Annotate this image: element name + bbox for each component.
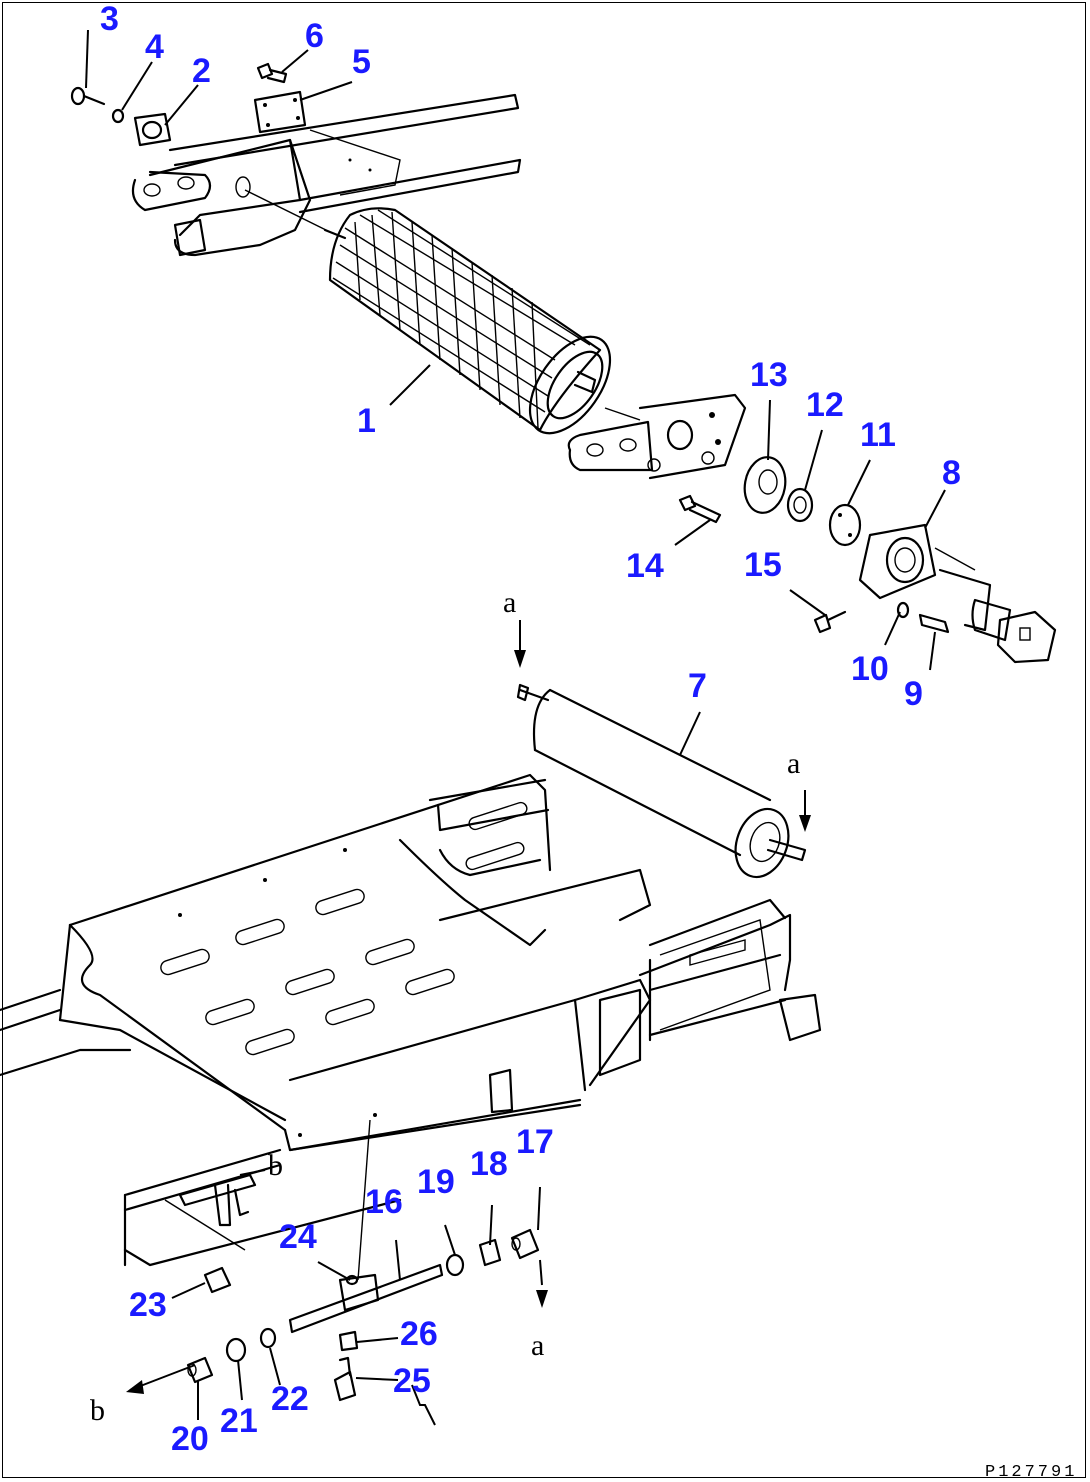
- take-up-rod-part-16: [288, 1119, 444, 1334]
- part-label-11: 11: [860, 416, 896, 454]
- part-label-9: 9: [904, 675, 923, 713]
- part-label-18: 18: [470, 1145, 508, 1183]
- part-label-6: 6: [305, 17, 324, 55]
- part-label-13: 13: [750, 356, 788, 394]
- part-label-21: 21: [220, 1402, 258, 1440]
- part-labels: 3 4 2 6 5 1 13 12 11 8 14 15 10 9 7 17 1…: [100, 0, 961, 1458]
- collar-part-11: [828, 503, 862, 547]
- ref-b-frame: b: [268, 1149, 283, 1182]
- part-label-17: 17: [516, 1123, 554, 1161]
- pin-part-24: [345, 1274, 359, 1286]
- bolt-part-14: [678, 494, 722, 524]
- nut-part-21: [225, 1337, 247, 1363]
- part-label-23: 23: [129, 1286, 167, 1324]
- reference-arrows: [126, 650, 811, 1394]
- washer-part-22: [259, 1327, 277, 1349]
- bolt-part-9: [918, 613, 950, 634]
- part-label-22: 22: [271, 1380, 309, 1418]
- upper-frame-arm: [131, 93, 522, 257]
- ref-a-top: a: [503, 586, 516, 619]
- part-label-3: 3: [100, 0, 119, 38]
- fitting-part-23: [203, 1266, 232, 1294]
- flange-part-13: [743, 456, 787, 514]
- part-label-2: 2: [192, 52, 211, 90]
- bolt-part-3: [70, 86, 106, 106]
- part-label-5: 5: [352, 43, 371, 81]
- part-label-1: 1: [357, 402, 376, 440]
- part-label-8: 8: [942, 454, 961, 492]
- part-label-25: 25: [393, 1362, 431, 1400]
- ref-a-right: a: [787, 747, 800, 780]
- part-label-14: 14: [626, 547, 664, 585]
- idler-roller-part-7: [516, 683, 807, 879]
- leader-lines: [85, 29, 946, 1426]
- bolt-part-25: [333, 1356, 357, 1402]
- ref-b-bottom: b: [90, 1394, 105, 1427]
- sleeve-part-26: [338, 1330, 359, 1352]
- part-label-15: 15: [744, 546, 782, 584]
- washer-part-19: [445, 1253, 465, 1277]
- bolt-part-6: [256, 62, 288, 84]
- drum-bracket-right: [567, 393, 747, 480]
- drawing-code: P127791: [985, 1463, 1077, 1482]
- part-label-10: 10: [851, 650, 889, 688]
- washer-part-4: [111, 108, 125, 124]
- part-label-20: 20: [171, 1420, 209, 1458]
- reference-labels: a a a b b: [90, 586, 800, 1427]
- bolt-part-15: [813, 610, 847, 634]
- part-label-4: 4: [145, 28, 164, 66]
- hydraulic-motor: [934, 547, 1057, 664]
- conveyor-frame: [0, 773, 822, 1267]
- washer-part-10: [896, 601, 910, 619]
- part-label-24: 24: [279, 1218, 317, 1256]
- part-label-19: 19: [417, 1163, 455, 1201]
- plate-part-5: [253, 90, 307, 134]
- part-label-16: 16: [365, 1183, 403, 1221]
- hopper-slots: [160, 888, 455, 1056]
- part-label-12: 12: [806, 386, 844, 424]
- part-label-7: 7: [688, 667, 707, 705]
- bearing-part-12: [786, 487, 814, 523]
- grease-fitting-part-20: [186, 1356, 214, 1384]
- nut-part-17: [510, 1228, 540, 1260]
- part-label-26: 26: [400, 1315, 438, 1353]
- bearing-part-2: [133, 112, 172, 147]
- ref-a-bottom: a: [531, 1329, 544, 1362]
- bearing-housing-part-8: [858, 523, 937, 600]
- drum-pulley-part-1: [323, 207, 612, 435]
